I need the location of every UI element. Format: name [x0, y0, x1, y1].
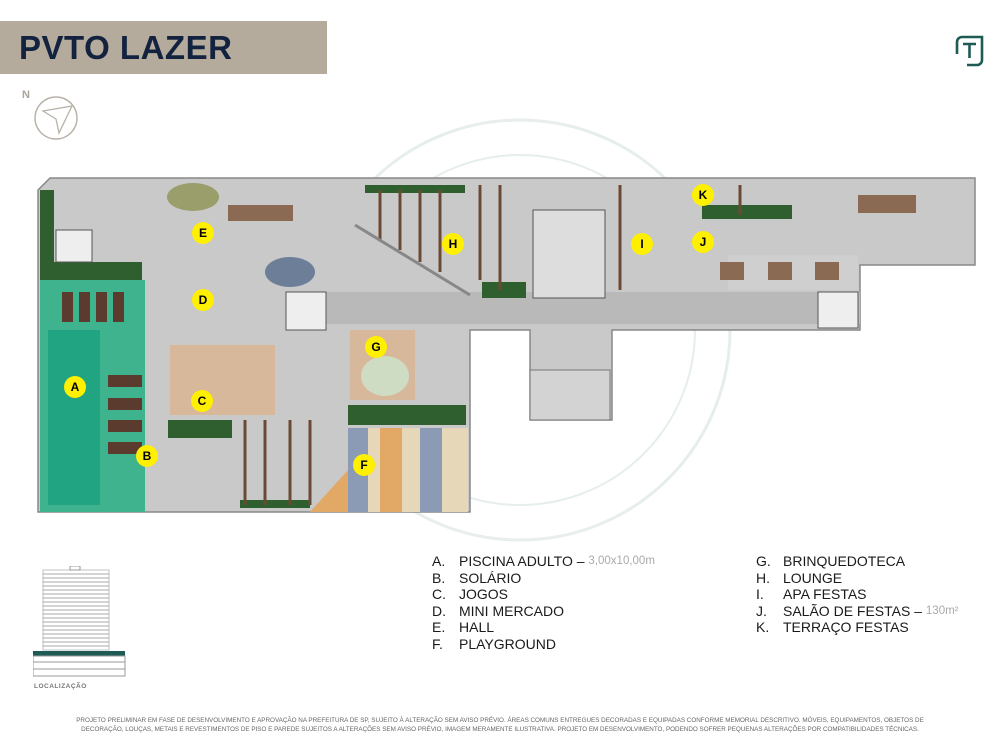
- building-location-icon: [33, 566, 126, 677]
- svg-text:F: F: [360, 458, 367, 472]
- marker-j: J: [692, 231, 714, 253]
- legend-right: G.BRINQUEDOTECA H.LOUNGE I.APA FESTAS J.…: [756, 553, 959, 636]
- building-floor: [42, 625, 110, 631]
- pool-area: [40, 280, 145, 512]
- north-label: N: [22, 89, 30, 101]
- location-label: LOCALIZAÇÃO: [34, 683, 87, 690]
- svg-text:J: J: [700, 235, 707, 249]
- brand-logo-icon: [955, 35, 984, 67]
- salon-tables: [720, 195, 916, 280]
- building-floor: [42, 577, 110, 583]
- svg-text:C: C: [198, 394, 207, 408]
- marker-c: C: [191, 390, 213, 412]
- elevators: [55, 209, 859, 331]
- legend-item: E.HALL: [432, 619, 495, 636]
- legend-item: C.JOGOS: [432, 586, 509, 603]
- svg-text:K: K: [699, 188, 708, 202]
- building-floor: [42, 573, 110, 579]
- legend-item: K.TERRAÇO FESTAS: [756, 619, 909, 636]
- building-floor: [42, 637, 110, 643]
- legend-item: I.APA FESTAS: [756, 586, 867, 603]
- building-floor: [42, 645, 110, 651]
- rug: [167, 183, 219, 211]
- svg-text:D: D: [199, 293, 208, 307]
- marker-h: H: [442, 233, 464, 255]
- building-floor: [42, 621, 110, 627]
- planters: [40, 185, 792, 508]
- building-floor: [42, 581, 110, 587]
- page-title: PVTO LAZER: [19, 29, 233, 66]
- svg-text:G: G: [371, 340, 380, 354]
- building-floor: [42, 589, 110, 595]
- play-rug: [361, 356, 409, 396]
- building-floor: [42, 633, 110, 639]
- marker-f: F: [353, 454, 375, 476]
- building-floor: [42, 605, 110, 611]
- legend-item: H.LOUNGE: [756, 569, 843, 586]
- marker-g: G: [365, 336, 387, 358]
- marker-k: K: [692, 184, 714, 206]
- sun-loungers: [62, 292, 142, 454]
- title-banner: PVTO LAZER: [0, 21, 327, 74]
- legend-left: A.PISCINA ADULTO – 3,00x10,00m B.SOLÁRIO…: [432, 553, 655, 653]
- building-floor: [42, 585, 110, 591]
- building-floor: [42, 629, 110, 635]
- marker-b: B: [136, 445, 158, 467]
- legend-item: F.PLAYGROUND: [432, 635, 556, 652]
- area-markers: A B C D E F G H I J K: [64, 184, 714, 476]
- deck-slats: [243, 185, 742, 505]
- building-floor: [42, 613, 110, 619]
- marker-a: A: [64, 376, 86, 398]
- legend-item: B.SOLÁRIO: [432, 569, 522, 586]
- building-floor: [42, 601, 110, 607]
- building-floor: [42, 609, 110, 615]
- building-floor: [42, 569, 110, 575]
- legend-item: G.BRINQUEDOTECA: [756, 553, 906, 569]
- svg-text:H: H: [449, 237, 458, 251]
- legend-item: D.MINI MERCADO: [432, 602, 564, 619]
- svg-text:E: E: [199, 226, 207, 240]
- dining-table: [228, 205, 293, 221]
- svg-text:A: A: [71, 380, 80, 394]
- legend-item: J.SALÃO DE FESTAS – 130m²: [756, 602, 959, 619]
- marker-e: E: [192, 222, 214, 244]
- marker-d: D: [192, 289, 214, 311]
- disclaimer: PROJETO PRELIMINAR EM FASE DE DESENVOLVI…: [76, 717, 924, 733]
- floor-plan: A B C D E F G H I J K: [37, 118, 976, 542]
- building-floor: [42, 593, 110, 599]
- building-floor: [42, 617, 110, 623]
- compass-icon: [34, 96, 78, 140]
- building-floor: [42, 597, 110, 603]
- rug: [265, 257, 315, 287]
- svg-text:I: I: [640, 237, 643, 251]
- building-floor: [42, 641, 110, 647]
- svg-text:B: B: [143, 449, 152, 463]
- legend-item: A.PISCINA ADULTO – 3,00x10,00m: [432, 553, 655, 569]
- marker-i: I: [631, 233, 653, 255]
